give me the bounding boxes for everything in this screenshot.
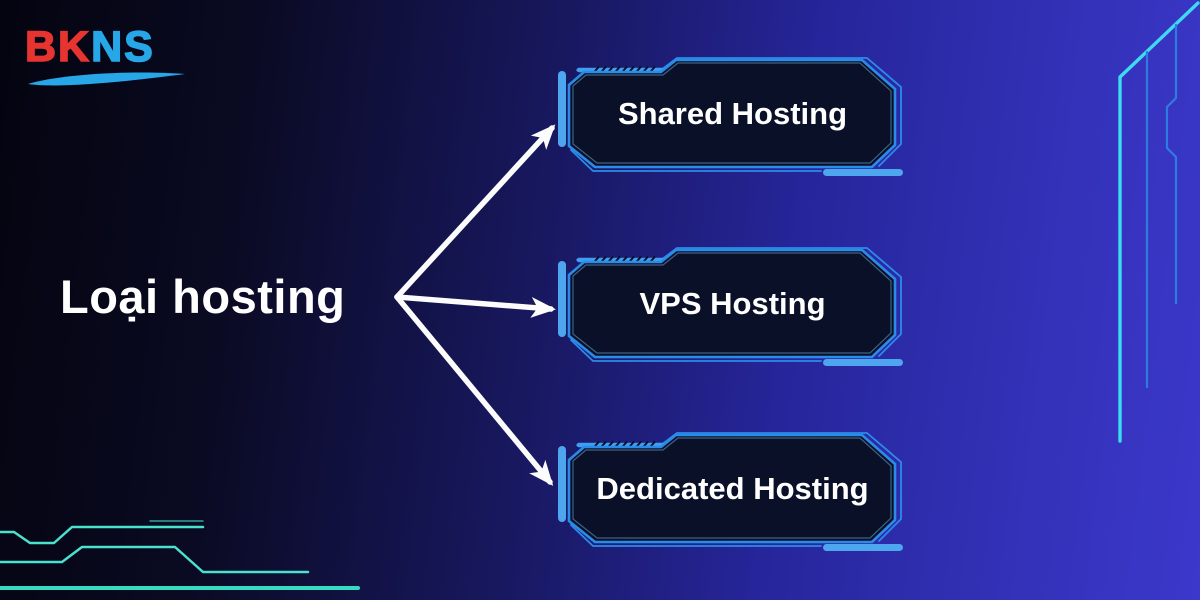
arrow-to-shared-hosting [394,124,556,300]
circuit-lines-right [1118,1,1200,443]
node-dedicated-hosting: Dedicated Hosting [557,432,912,554]
logo-text-ns: NS [90,23,155,71]
node-label: Dedicated Hosting [596,470,869,506]
node-label: VPS Hosting [639,285,826,321]
node-vps-hosting: VPS Hosting [557,247,912,369]
arrow-to-dedicated-hosting [394,294,554,486]
diagram-root-title: Loại hosting [60,270,346,323]
circuit-lines-bottom-left [0,520,360,590]
logo-text-bk: BK [24,23,92,71]
arrow-to-vps-hosting [394,294,556,318]
node-label: Shared Hosting [617,95,848,131]
logo-swoosh-icon [28,72,185,86]
bkns-logo: BKNS [24,23,195,89]
node-shared-hosting: Shared Hosting [557,57,912,179]
